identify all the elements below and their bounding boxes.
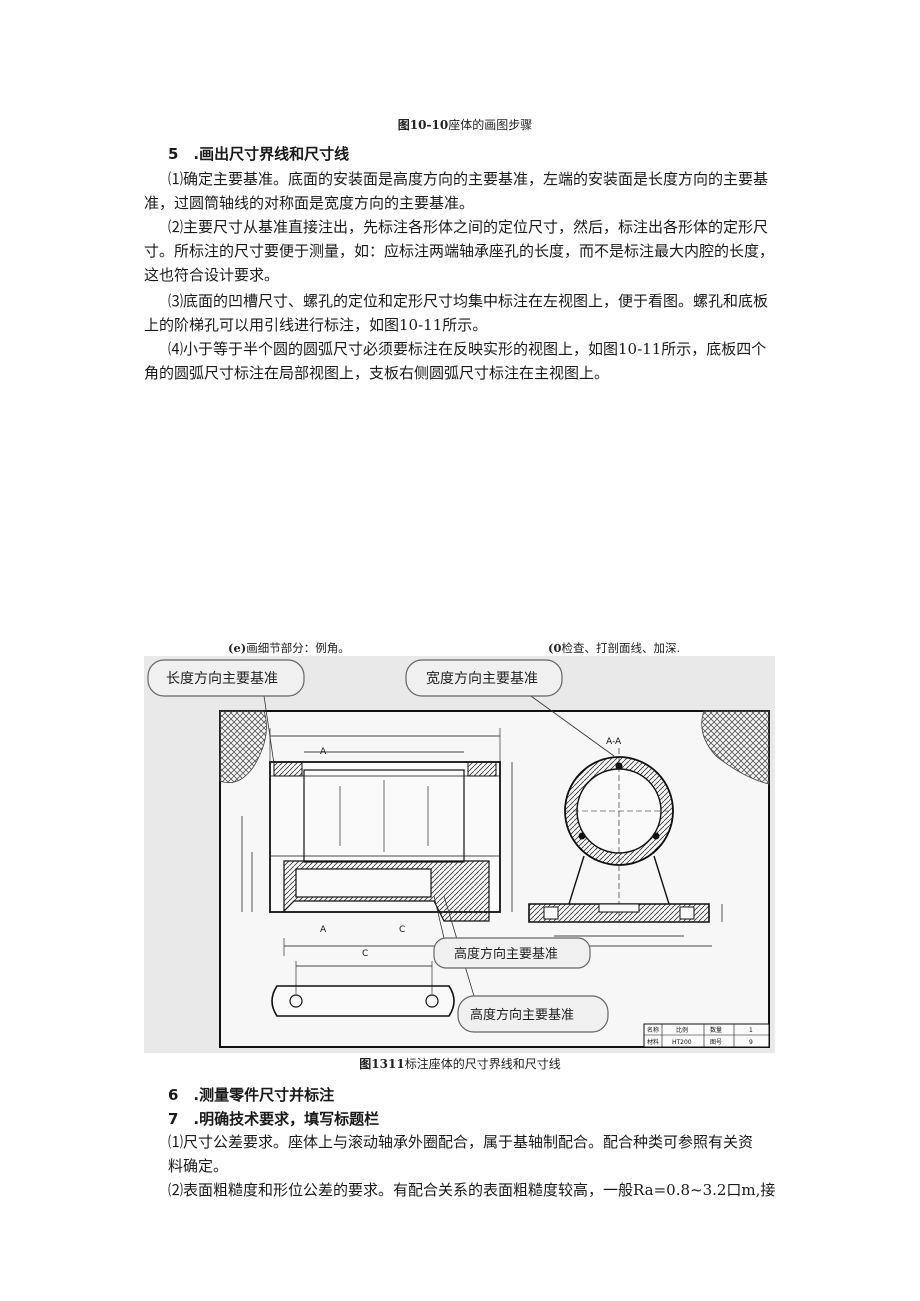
- svg-text:长度方向主要基准: 长度方向主要基准: [166, 670, 278, 687]
- svg-text:材料: 材料: [647, 1038, 659, 1046]
- front-view: [241, 728, 513, 956]
- callout-height-2: 高度方向主要基准: [457, 995, 609, 1033]
- partial-view: [271, 961, 455, 1017]
- svg-text:比例: 比例: [676, 1026, 688, 1034]
- svg-text:1: 1: [749, 1027, 753, 1034]
- side-view: [524, 748, 723, 947]
- section-5-para-4: ⑷小于等于半个圆的圆弧尺寸必须要标注在反映实形的视图上，如图10-11所示，底板…: [144, 340, 767, 382]
- svg-text:名称: 名称: [647, 1026, 659, 1034]
- section-5-para-3: ⑶底面的凹槽尺寸、螺孔的定位和定形尺寸均集中标注在左视图上，便于看图。螺孔和底板…: [144, 292, 769, 334]
- svg-text:数量: 数量: [710, 1026, 722, 1034]
- callout-width: 宽度方向主要基准: [405, 659, 563, 697]
- section-5-para-2: ⑵主要尺寸从基准直接注出，先标注各形体之间的定位尺寸，然后，标注出各形体的定形尺…: [144, 218, 775, 284]
- mark-c: C: [399, 925, 405, 935]
- subcaption-f: (0检查、打剖面线、加深.: [548, 641, 681, 655]
- title-block: 名称 比例 数量 1 材料 HT200 图号 9: [643, 1023, 770, 1048]
- subcaption-e: (e)画细节部分：例角。: [228, 641, 350, 655]
- svg-text:高度方向主要基准: 高度方向主要基准: [470, 1007, 574, 1023]
- figure-10-10-caption: 图10-10座体的画图步骤: [397, 118, 533, 132]
- corner-hatch-left: [219, 710, 267, 784]
- section-7-para-1: ⑴尺寸公差要求。座体上与滚动轴承外圈配合，属于基轴制配合。配合种类可参照有关资 …: [168, 1133, 754, 1175]
- figure-13-11-caption: 图1311标注座体的尺寸界线和尺寸线: [359, 1057, 561, 1071]
- section-5-para-1: ⑴确定主要基准。底面的安装面是高度方向的主要基准，左端的安装面是长度方向的主要基…: [144, 170, 769, 212]
- mark-a-top: A: [320, 747, 327, 757]
- svg-text:9: 9: [749, 1039, 753, 1046]
- mark-a-bottom: A: [320, 925, 327, 935]
- svg-text:高度方向主要基准: 高度方向主要基准: [454, 946, 558, 962]
- section-7-heading: 7 .明确技术要求，填写标题栏: [168, 1110, 380, 1128]
- section-6-heading: 6 .测量零件尺寸并标注: [168, 1086, 335, 1104]
- mark-c2: C: [362, 949, 368, 959]
- callout-height-1: 高度方向主要基准: [433, 937, 591, 969]
- svg-text:宽度方向主要基准: 宽度方向主要基准: [426, 670, 538, 687]
- section-label: A-A: [606, 737, 622, 747]
- section-5-heading: 5 .画出尺寸界线和尺寸线: [168, 145, 350, 163]
- svg-text:HT200: HT200: [672, 1039, 692, 1046]
- callout-length: 长度方向主要基准: [147, 659, 305, 697]
- corner-hatch-right: [701, 710, 770, 785]
- section-7-para-2: ⑵表面粗糙度和形位公差的要求。有配合关系的表面粗糙度较高，一般Ra=0.8~3.…: [168, 1181, 776, 1199]
- svg-text:图号: 图号: [710, 1039, 722, 1046]
- technical-drawing-figure: A-A A A C C 长度方向主要基准 宽度方向主要基准 高度方向主要基准 高…: [144, 656, 775, 1053]
